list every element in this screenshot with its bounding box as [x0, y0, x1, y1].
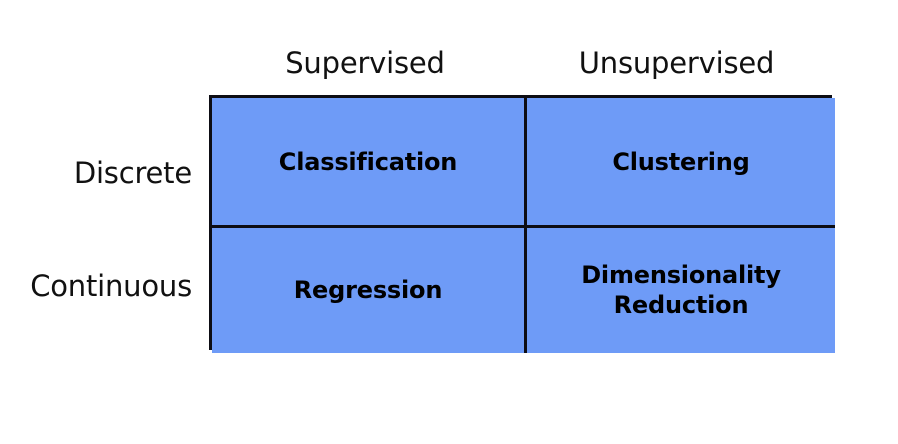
matrix-grid: Classification Clustering Regression Dim…: [209, 95, 835, 353]
row-label-continuous: Continuous: [30, 269, 192, 303]
matrix-cell-label: Classification: [278, 147, 458, 176]
row-label-discrete: Discrete: [73, 156, 192, 190]
column-header-supervised: Supervised: [285, 46, 445, 80]
matrix-cell-clustering: Clustering: [524, 98, 835, 225]
matrix-cell-regression: Regression: [212, 225, 524, 353]
matrix-cell-label: Regression: [293, 275, 443, 304]
matrix-cell-label: Dimensionality Reduction: [581, 261, 781, 319]
matrix-cell-label: Clustering: [612, 147, 750, 176]
matrix-cell-classification: Classification: [212, 98, 524, 225]
column-header-unsupervised: Unsupervised: [578, 46, 775, 80]
matrix-cell-dimensionality-reduction: Dimensionality Reduction: [524, 225, 835, 353]
